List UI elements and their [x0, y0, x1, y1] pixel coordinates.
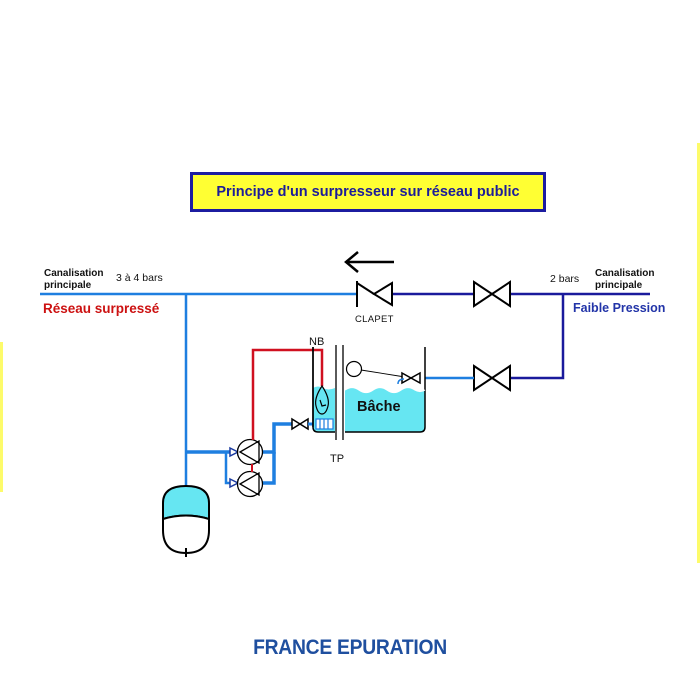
right-pressure: 2 bars — [550, 273, 580, 285]
left-pipe-label: Canalisation principale — [44, 268, 103, 292]
gate-valve-icon-main — [473, 280, 511, 308]
pump-icon-2 — [236, 470, 264, 498]
check-valve-label: CLAPET — [355, 314, 394, 325]
level-switch-icon — [315, 384, 329, 415]
flow-arrow-icon — [344, 251, 394, 273]
strainer-icon — [315, 418, 334, 430]
boosted-network-label: Réseau surpressé — [43, 301, 160, 316]
right-pipe-label: Canalisation principale — [595, 268, 654, 292]
right-pipe-label-line1: Canalisation — [595, 268, 655, 279]
suction-manifold — [262, 422, 293, 454]
right-edge-bar — [697, 143, 700, 563]
diagram-title: Principe d'un surpresseur sur réseau pub… — [216, 184, 520, 200]
footer-brand: FRANCE EPURATION — [253, 636, 447, 659]
discharge-branch — [224, 452, 232, 485]
gate-valve-icon-feed — [473, 364, 511, 392]
tank-label: Bâche — [357, 399, 401, 415]
partition-label: TP — [330, 453, 345, 465]
level-switch-label: NB — [309, 336, 325, 348]
left-pipe-label-line1: Canalisation — [44, 268, 104, 279]
feed-pipe-low-pressure — [511, 294, 565, 380]
level-switch-control-line — [251, 348, 324, 440]
pressure-vessel-icon — [162, 484, 210, 557]
left-edge-bar — [0, 342, 3, 492]
suction-branch — [262, 452, 276, 485]
pump-check-valve-icon-1 — [229, 446, 240, 458]
float-valve-icon — [401, 371, 421, 385]
float-ball-icon — [345, 360, 406, 378]
right-pipe-label-line2: principale — [595, 280, 643, 291]
left-pipe-label-line2: principale — [44, 280, 92, 291]
pump-icon-1 — [236, 438, 264, 466]
suction-valve-icon — [291, 417, 309, 431]
pump-check-valve-icon-2 — [229, 477, 240, 489]
low-pressure-label: Faible Pression — [573, 301, 666, 315]
float-valve-spout — [397, 378, 405, 385]
diagram-title-box: Principe d'un surpresseur sur réseau pub… — [190, 172, 546, 212]
check-valve-icon — [356, 281, 393, 307]
left-pressure: 3 à 4 bars — [116, 272, 163, 284]
